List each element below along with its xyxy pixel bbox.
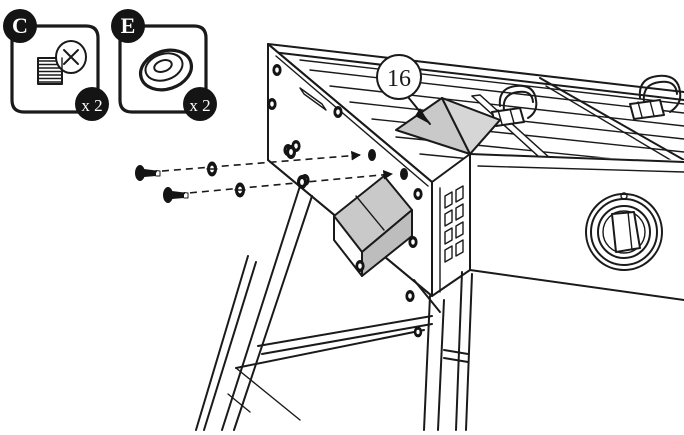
part-quantity-c: x 2	[81, 96, 102, 115]
callout-number-16: 16	[387, 66, 411, 92]
pan-head-screw-icon	[37, 40, 87, 85]
target-hole-upper	[368, 149, 376, 161]
part-quantity-badge-e: x 2	[183, 87, 217, 121]
vent-slots	[444, 185, 464, 263]
target-hole-lower	[400, 168, 408, 180]
part-label-badge-e: E	[111, 9, 145, 43]
control-knob	[585, 192, 663, 271]
gas-grill-cart	[195, 43, 684, 431]
washer-lower	[234, 182, 246, 198]
part-label-badge-c: C	[3, 9, 37, 43]
washer-upper	[206, 161, 218, 177]
screw-lower	[163, 187, 189, 203]
parts-box-e: E x 2	[111, 9, 217, 121]
screw-upper	[135, 165, 161, 181]
parts-box-c: C x 2	[3, 9, 109, 121]
cart-leg-frame	[195, 185, 473, 431]
grate-handles	[491, 74, 682, 127]
part-quantity-badge-c: x 2	[75, 87, 109, 121]
washer-grommet-icon	[138, 48, 194, 92]
washer-mid-lower	[297, 175, 307, 189]
part-label-e: E	[121, 13, 136, 38]
part-label-c: C	[12, 13, 28, 38]
grate-handle-clip-right	[629, 99, 665, 120]
part-quantity-e: x 2	[189, 96, 210, 115]
callout-16: 16	[376, 54, 431, 125]
washer-mid-upper	[286, 145, 296, 159]
